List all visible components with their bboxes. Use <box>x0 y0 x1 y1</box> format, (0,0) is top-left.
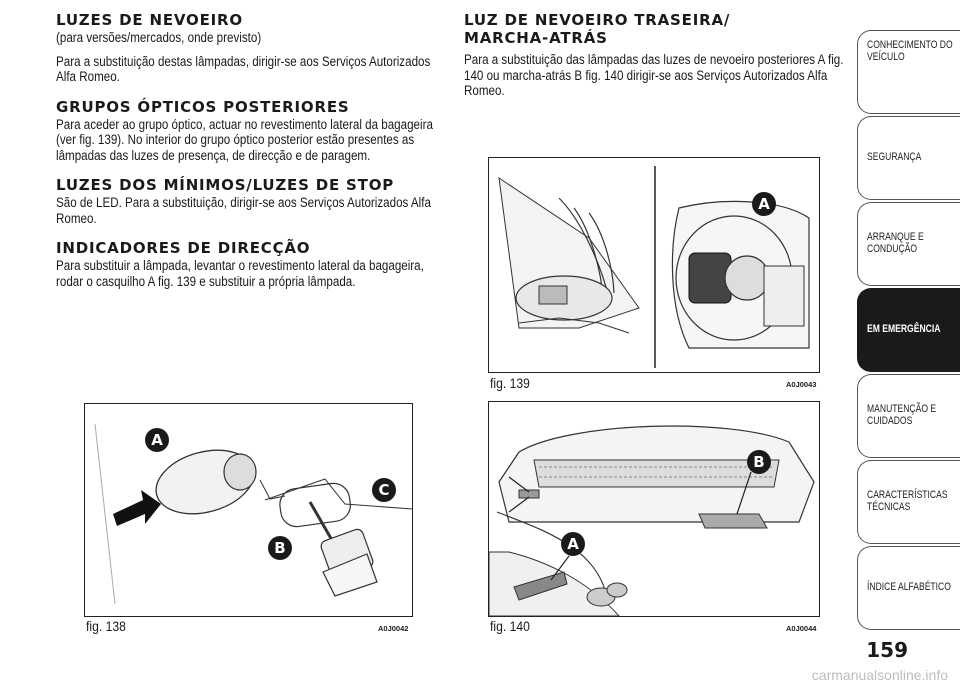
callout-b-icon <box>268 536 292 560</box>
tab-emergency[interactable]: EM EMERGÊNCIA <box>857 288 960 372</box>
section-side-stop-lights: LUZES DOS MÍNIMOS/LUZES DE STOP São de L… <box>56 177 434 226</box>
callout-a-icon <box>145 428 169 452</box>
section-paragraph: Para a substituição das lâmpadas das luz… <box>464 52 844 98</box>
figure-140-code: A0J0044 <box>786 624 817 633</box>
section-paragraph: (para versões/mercados, onde previsto) <box>56 30 262 45</box>
section-direction-indicators: INDICADORES DE DIRECÇÃO Para substituir … <box>56 240 434 289</box>
tab-vehicle-knowledge[interactable]: CONHECIMENTO DO VEÍCULO <box>857 30 960 114</box>
tab-maintenance-care[interactable]: MANUTENÇÃO E CUIDADOS <box>857 374 960 458</box>
callout-b-label: B <box>753 453 764 471</box>
watermark: carmanualsonline.info <box>811 667 948 683</box>
section-rear-lights: GRUPOS ÓPTICOS POSTERIORES Para aceder a… <box>56 99 434 164</box>
callout-a-label: A <box>151 431 163 449</box>
figure-139-code: A0J0043 <box>786 380 817 389</box>
section-paragraph: Para a substituição destas lâmpadas, dir… <box>56 53 431 85</box>
section-paragraph: Para aceder ao grupo óptico, actuar no r… <box>56 116 433 163</box>
figure-138-caption: fig. 138 <box>86 619 126 634</box>
callout-a-icon <box>561 532 585 556</box>
section-heading: INDICADORES DE DIRECÇÃO <box>56 239 311 257</box>
section-heading: LUZ DE NEVOEIRO TRASEIRA/ <box>464 11 731 29</box>
callout-a-label: A <box>567 535 579 553</box>
figure-140-illustration: B A <box>488 401 820 617</box>
figure-139-illustration: A <box>488 157 820 373</box>
tab-safety[interactable]: SEGURANÇA <box>857 116 960 200</box>
section-paragraph: São de LED. Para a substituição, dirigir… <box>56 195 431 226</box>
figure-139-caption: fig. 139 <box>490 376 530 391</box>
right-column: LUZ DE NEVOEIRO TRASEIRA/ MARCHA-ATRÁS P… <box>464 12 848 107</box>
callout-b-icon <box>747 450 771 474</box>
section-heading: LUZES DOS MÍNIMOS/LUZES DE STOP <box>56 176 395 194</box>
page-number: 159 <box>866 638 908 662</box>
callout-a-label: A <box>758 195 770 213</box>
figure-138-code: A0J0042 <box>378 624 409 633</box>
section-fog-lights: LUZES DE NEVOEIRO (para versões/mercados… <box>56 12 434 85</box>
tab-alphabetical-index[interactable]: ÍNDICE ALFABÉTICO <box>857 546 960 630</box>
section-heading: GRUPOS ÓPTICOS POSTERIORES <box>56 97 350 116</box>
figure-140-caption: fig. 140 <box>490 619 530 634</box>
callout-b-label: B <box>274 539 285 557</box>
left-column: LUZES DE NEVOEIRO (para versões/mercados… <box>56 12 434 303</box>
section-paragraph: Para substituir a lâmpada, levantar o re… <box>56 258 424 289</box>
section-heading: LUZES DE NEVOEIRO <box>56 11 243 29</box>
callout-c-label: C <box>378 481 389 499</box>
section-heading-continued: MARCHA-ATRÁS <box>464 29 608 47</box>
arrow-icon <box>113 490 161 526</box>
tab-starting-driving[interactable]: ARRANQUE E CONDUÇÃO <box>857 202 960 286</box>
callout-c-icon <box>372 478 396 502</box>
callout-a-icon <box>752 192 776 216</box>
tab-technical-specs[interactable]: CARACTERÍSTICAS TÉCNICAS <box>857 460 960 544</box>
figure-138-illustration: A B C <box>84 403 413 617</box>
